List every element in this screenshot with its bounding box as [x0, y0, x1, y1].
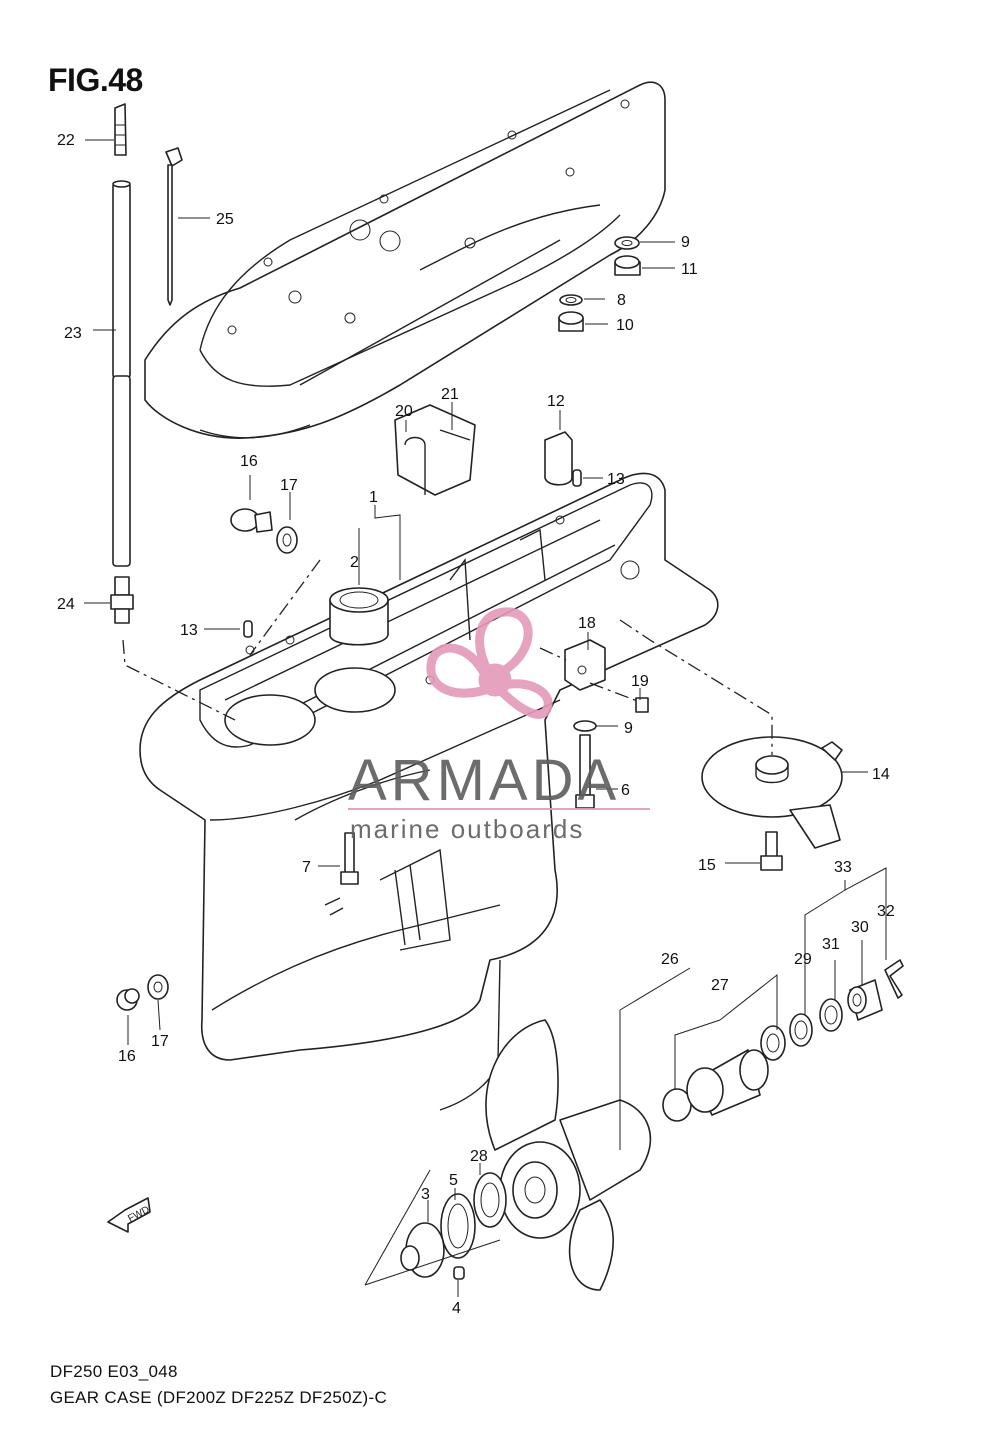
callout-27: 27: [711, 977, 729, 994]
callout-19: 19: [631, 673, 649, 690]
water-tube-fitting-bottom: [110, 576, 134, 624]
callout-26: 26: [661, 951, 679, 968]
model-code: DF250 E03_048: [50, 1362, 178, 1381]
gear-case-housing: [139, 472, 719, 1111]
callout-5: 5: [449, 1172, 458, 1189]
callout-13a: 13: [607, 471, 625, 488]
water-tube-fitting-top: [114, 103, 127, 156]
callout-32: 32: [877, 903, 895, 920]
callout-6: 6: [621, 782, 630, 799]
assembly-lines: [84, 139, 887, 1297]
callout-20: 20: [395, 403, 413, 420]
callout-2: 2: [350, 554, 359, 571]
callout-labels: 22 25 23 9 11 8 10 21 20 12 13 16 17 1 2…: [57, 132, 895, 1317]
callout-3: 3: [421, 1186, 430, 1203]
callout-17b: 17: [151, 1033, 169, 1050]
dowel-pin: [243, 620, 253, 638]
washers-29-31: [789, 998, 843, 1047]
callout-11: 11: [681, 261, 698, 278]
block-18: [564, 639, 649, 713]
callout-22: 22: [57, 132, 75, 149]
callout-18: 18: [578, 615, 596, 632]
callout-30: 30: [851, 919, 869, 936]
drive-shaft-tube: [112, 180, 131, 567]
propeller-26: [485, 1019, 652, 1291]
callout-14: 14: [872, 766, 890, 783]
prop-nut-30: [847, 979, 883, 1021]
callout-24: 24: [57, 596, 75, 613]
callout-16a: 16: [240, 453, 258, 470]
callout-12: 12: [547, 393, 565, 410]
figure-title: FIG.48: [48, 62, 143, 98]
fwd-arrow: [107, 1197, 151, 1233]
callout-9a: 9: [681, 234, 690, 251]
armada-watermark: ARMADA marine outboards: [348, 607, 650, 844]
callout-9b: 9: [624, 720, 633, 737]
watermark-brand: ARMADA: [348, 748, 620, 813]
callout-21: 21: [441, 386, 459, 403]
bushing-27: [662, 1025, 786, 1122]
bolt-7: [340, 832, 359, 885]
watermark-tagline: marine outboards: [350, 814, 584, 844]
bracket-20-21: [394, 404, 476, 496]
callout-13b: 13: [180, 622, 198, 639]
callout-29: 29: [794, 951, 812, 968]
callout-10: 10: [616, 317, 634, 334]
anode-clip-12: [544, 431, 582, 487]
callout-33: 33: [834, 859, 852, 876]
figure-caption: GEAR CASE (DF200Z DF225Z DF250Z)-C: [50, 1388, 388, 1407]
upper-cover-housing: [144, 81, 666, 439]
callout-25: 25: [216, 211, 234, 228]
watermark-underline: [348, 808, 650, 810]
cotter-pin-32: [884, 959, 904, 999]
callout-8: 8: [617, 292, 626, 309]
oil-plug-lower: [116, 974, 169, 1011]
thrust-parts: [400, 1172, 507, 1280]
callout-23: 23: [64, 325, 82, 342]
callout-15: 15: [698, 857, 716, 874]
trim-anode-14: [701, 736, 843, 849]
callout-31: 31: [822, 936, 840, 953]
callout-1: 1: [369, 489, 378, 506]
bolt-6: [573, 720, 597, 809]
callout-7: 7: [302, 859, 311, 876]
callout-4: 4: [452, 1300, 461, 1317]
washer-nut-set: [558, 236, 641, 332]
cable-tie: [165, 147, 183, 306]
callout-28: 28: [470, 1148, 488, 1165]
callout-17a: 17: [280, 477, 298, 494]
oil-plug-upper: [230, 508, 298, 554]
bolt-15: [760, 831, 783, 871]
propeller-logo-icon: [426, 607, 553, 719]
callout-16b: 16: [118, 1048, 136, 1065]
